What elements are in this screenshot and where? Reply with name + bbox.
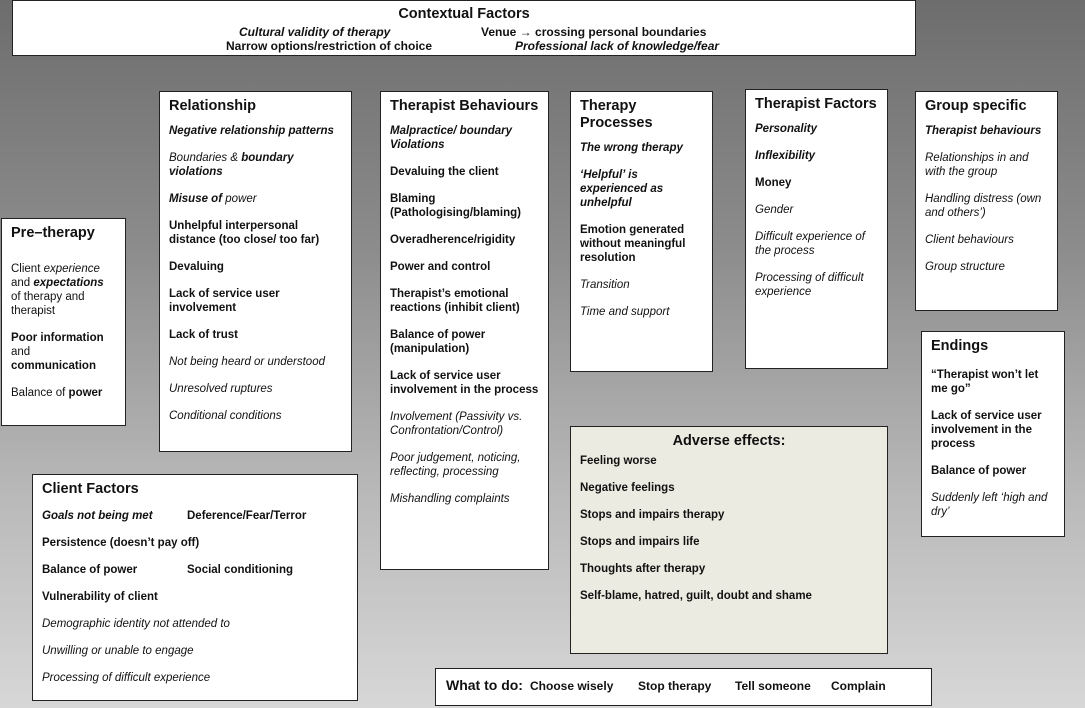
choose-wisely: Choose wisely <box>530 679 614 693</box>
relationship-title: Relationship <box>169 98 257 114</box>
tell-someone: Tell someone <box>735 679 811 693</box>
balance-of-power-pre: Balance of power <box>11 387 103 399</box>
venue-boundaries: Venue → crossing personal boundaries <box>481 25 707 39</box>
difficult-experience-process: Difficult experience of the process <box>755 231 865 257</box>
adverse-effects-title: Adverse effects: <box>672 433 786 449</box>
poor-judgement: Poor judgement, noticing, reflecting, pr… <box>390 452 521 478</box>
stops-impairs-therapy: Stops and impairs therapy <box>580 509 725 521</box>
lack-of-trust: Lack of trust <box>169 329 239 341</box>
pre-therapy-title: Pre–therapy <box>11 225 95 241</box>
negative-feelings: Negative feelings <box>580 482 675 494</box>
devaluing: Devaluing <box>169 261 224 273</box>
overadherence: Overadherence/rigidity <box>390 234 516 246</box>
lack-service-user-involvement: Lack of service user involvement <box>169 288 280 314</box>
negative-relationship-patterns: Negative relationship patterns <box>169 125 334 137</box>
malpractice: Malpractice/ boundary Violations <box>390 125 513 151</box>
contextual-factors-box: Contextual Factors Cultural validity of … <box>12 0 916 56</box>
endings-balance-of-power: Balance of power <box>931 465 1027 477</box>
adverse-effects-box: Adverse effects: Feeling worse Negative … <box>570 426 888 654</box>
demographic-identity: Demographic identity not attended to <box>42 618 230 630</box>
lack-involvement-process: Lack of service user involvement in the … <box>390 370 539 396</box>
devaluing-client: Devaluing the client <box>390 166 499 178</box>
client-balance-of-power: Balance of power <box>42 564 138 576</box>
narrow-options: Narrow options/restriction of choice <box>226 39 433 53</box>
deference-fear-terror: Deference/Fear/Terror <box>187 510 307 522</box>
not-heard-understood: Not being heard or understood <box>169 356 325 368</box>
thoughts-after-therapy: Thoughts after therapy <box>580 563 706 575</box>
therapist-behaviours-title: Therapist Behaviours <box>390 98 539 114</box>
therapist-behaviours-box: Therapist Behaviours Malpractice/ bounda… <box>380 91 549 570</box>
endings-box: Endings “Therapist won’t let me go” Lack… <box>921 331 1065 537</box>
client-factors-title: Client Factors <box>42 481 139 497</box>
therapist-emotional-reactions: Therapist’s emotional reactions (inhibit… <box>390 288 520 314</box>
pre-therapy-box: Pre–therapy Client experience and expect… <box>1 218 126 426</box>
group-structure: Group structure <box>925 261 1005 273</box>
client-behaviours: Client behaviours <box>925 234 1014 246</box>
therapy-processes-box: Therapy Processes The wrong therapy ‘Hel… <box>570 91 713 372</box>
money: Money <box>755 177 792 189</box>
personality: Personality <box>755 123 817 135</box>
what-to-do-box: What to do: Choose wisely Stop therapy T… <box>435 668 932 706</box>
therapy-processes-title: Therapy Processes <box>580 98 653 131</box>
handling-distress: Handling distress (own and others’) <box>925 193 1042 219</box>
mishandling-complaints: Mishandling complaints <box>390 493 510 505</box>
stops-impairs-life: Stops and impairs life <box>580 536 700 548</box>
persistence: Persistence (doesn’t pay off) <box>42 537 200 549</box>
therapist-factors-box: Therapist Factors Personality Inflexibil… <box>745 89 888 369</box>
cultural-validity: Cultural validity of therapy <box>239 25 391 39</box>
group-specific-box: Group specific Therapist behaviours Rela… <box>915 91 1058 311</box>
unhelpful-interpersonal-distance: Unhelpful interpersonal distance (too cl… <box>169 220 320 246</box>
balance-of-power-manipulation: Balance of power (manipulation) <box>390 329 486 355</box>
inflexibility: Inflexibility <box>755 150 816 162</box>
therapist-wont-let-go: “Therapist won’t let me go” <box>931 369 1039 395</box>
emotion-without-resolution: Emotion generated without meaningful res… <box>580 224 686 264</box>
boundary-violations: Boundaries & boundary violations <box>169 152 294 178</box>
helpful-unhelpful: ‘Helpful’ is experienced as unhelpful <box>580 169 664 209</box>
goals-not-met: Goals not being met <box>42 510 153 522</box>
power-and-control: Power and control <box>390 261 491 273</box>
contextual-factors-title: Contextual Factors <box>398 6 530 22</box>
wrong-therapy: The wrong therapy <box>580 142 683 154</box>
therapist-factors-title: Therapist Factors <box>755 96 877 112</box>
endings-title: Endings <box>931 338 989 354</box>
processing-difficult-experience: Processing of difficult experience <box>755 272 864 298</box>
endings-lack-involvement: Lack of service user involvement in the … <box>931 410 1042 450</box>
involvement-passivity: Involvement (Passivity vs. Confrontation… <box>390 411 523 437</box>
self-blame-shame: Self-blame, hatred, guilt, doubt and sha… <box>580 590 812 602</box>
suddenly-left: Suddenly left ‘high and dry’ <box>931 492 1048 518</box>
unwilling-unable-engage: Unwilling or unable to engage <box>42 645 194 657</box>
group-specific-title: Group specific <box>925 98 1027 114</box>
poor-information: Poor information and communication <box>11 332 104 372</box>
professional-lack-knowledge: Professional lack of knowledge/fear <box>515 39 720 53</box>
feeling-worse: Feeling worse <box>580 455 657 467</box>
client-factors-box: Client Factors Goals not being met Defer… <box>32 474 358 701</box>
client-processing-difficult: Processing of difficult experience <box>42 672 211 684</box>
relationships-in-group: Relationships in and with the group <box>925 152 1029 178</box>
stop-therapy: Stop therapy <box>638 679 712 693</box>
what-to-do-title: What to do: <box>446 677 523 693</box>
blaming: Blaming (Pathologising/blaming) <box>390 193 521 219</box>
unresolved-ruptures: Unresolved ruptures <box>169 383 273 395</box>
gender: Gender <box>755 204 794 216</box>
vulnerability-of-client: Vulnerability of client <box>42 591 158 603</box>
misuse-of-power: Misuse of power <box>169 193 257 205</box>
complain: Complain <box>831 679 886 693</box>
transition: Transition <box>580 279 630 291</box>
time-and-support: Time and support <box>580 306 670 318</box>
group-therapist-behaviours: Therapist behaviours <box>925 125 1042 137</box>
conditional-conditions: Conditional conditions <box>169 410 282 422</box>
relationship-box: Relationship Negative relationship patte… <box>159 91 352 452</box>
client-expectations: Client experience and expectations of th… <box>11 263 104 317</box>
social-conditioning: Social conditioning <box>187 564 294 576</box>
